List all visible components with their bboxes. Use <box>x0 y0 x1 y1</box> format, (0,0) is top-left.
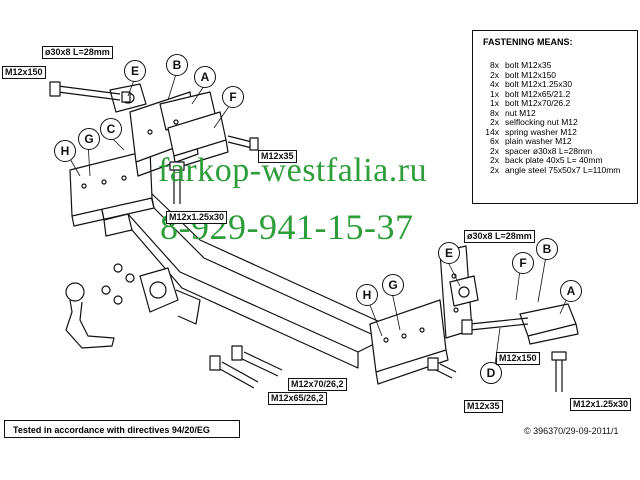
ball-nuts <box>101 263 135 305</box>
label-bolt-m12x70: M12x70/26,2 <box>288 378 347 391</box>
left-bolt-m12x1.25x30 <box>169 161 185 204</box>
label-bolt-m12x150-left: M12x150 <box>2 66 46 79</box>
label-bolt-m12x35-right: M12x35 <box>464 400 503 413</box>
callout-g-left: G <box>78 128 100 150</box>
callout-b-left: B <box>166 54 188 76</box>
label-bolt-m12x1.25x30-left: M12x1.25x30 <box>166 211 228 224</box>
left-bolt-m12x150 <box>49 81 131 103</box>
copyright-note: © 396370/29-09-2011/1 <box>524 426 619 436</box>
label-spacer-left: ø30x8 L=28mm <box>42 46 113 59</box>
callout-e-right: E <box>438 242 460 264</box>
callout-g-right: G <box>382 274 404 296</box>
approval-note: Tested in accordance with directives 94/… <box>4 420 240 438</box>
label-bolt-m12x35-left: M12x35 <box>258 150 297 163</box>
label-bolt-m12x150-right: M12x150 <box>496 352 540 365</box>
label-spacer-right: ø30x8 L=28mm <box>464 230 535 243</box>
callout-d: D <box>480 362 502 384</box>
right-bolt-m12x150 <box>461 317 529 335</box>
callout-a-left: A <box>194 66 216 88</box>
callout-h-right: H <box>356 284 378 306</box>
socket-plate <box>139 267 201 325</box>
callout-c: C <box>100 118 122 140</box>
right-side-bracket <box>369 245 473 385</box>
right-bolt-m12x35 <box>427 357 457 379</box>
left-bolt-m12x35 <box>227 135 259 151</box>
callout-e-left: E <box>124 60 146 82</box>
callout-h-left: H <box>54 140 76 162</box>
right-bolt-m12x1.25x30 <box>551 351 567 392</box>
callout-a-right: A <box>560 280 582 302</box>
tow-ball <box>65 282 115 349</box>
callout-f-right: F <box>512 252 534 274</box>
label-bolt-m12x1.25x30-right: M12x1.25x30 <box>570 398 632 411</box>
right-spacer <box>449 275 479 307</box>
label-bolt-m12x65: M12x65/26,2 <box>268 392 327 405</box>
callout-b-right: B <box>536 238 558 260</box>
fastening-title: FASTENING MEANS: <box>483 37 573 47</box>
bolt-m12x70 <box>231 345 283 377</box>
callout-f-left: F <box>222 86 244 108</box>
bolt-m12x65 <box>209 355 259 389</box>
right-angle-steel <box>519 303 579 345</box>
